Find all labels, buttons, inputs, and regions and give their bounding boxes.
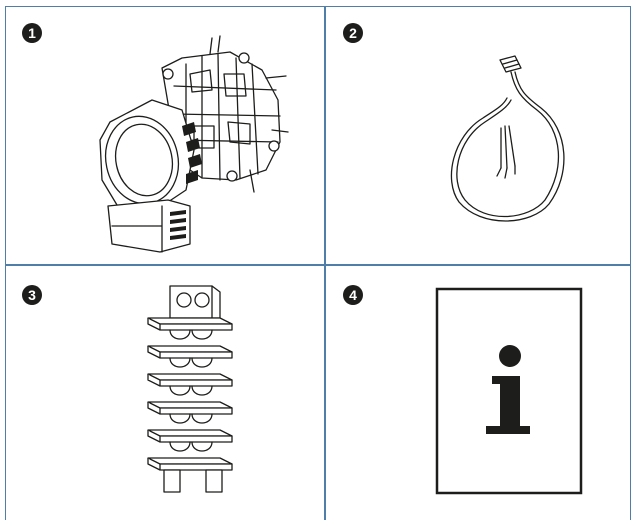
info-document-icon (435, 287, 583, 495)
grid-divider-horizontal (5, 264, 631, 266)
cable-with-connector-icon (450, 55, 565, 222)
item-number-badge-3: 3 (22, 285, 42, 305)
terminal-strip-icon (147, 285, 233, 493)
parts-grid (5, 6, 631, 520)
grid-divider-vertical (324, 6, 326, 520)
motor-unit-icon (99, 35, 289, 253)
item-number-badge-4: 4 (343, 285, 363, 305)
item-number-badge-1: 1 (22, 23, 42, 43)
item-number-badge-2: 2 (343, 23, 363, 43)
